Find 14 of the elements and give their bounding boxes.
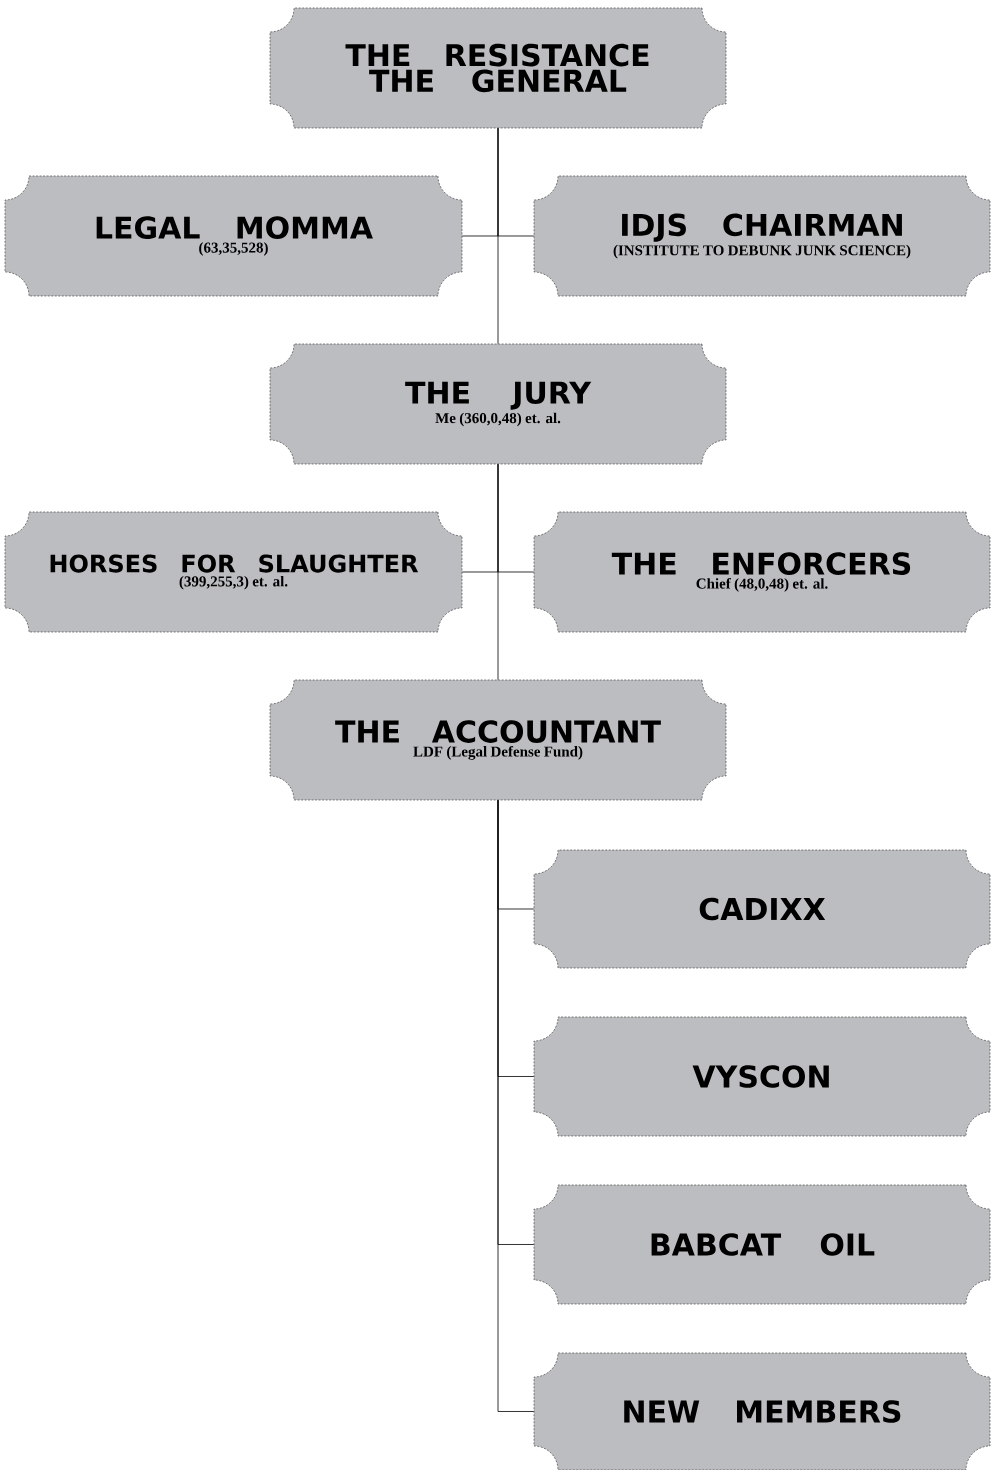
notched-box: THE JURY Me (360,0,48) et. al. (269, 343, 727, 465)
notched-box: HORSES FOR SLAUGHTER (399,255,3) et. al. (4, 511, 463, 633)
notched-box: NEW MEMBERS (533, 1352, 991, 1470)
connector-line (497, 127, 499, 345)
notched-box: CADIXX (533, 849, 991, 969)
notched-box: THE RESISTANCE THE GENERAL (269, 7, 727, 129)
notched-box: IDJS CHAIRMAN (INSTITUTE TO DEBUNK JUNK SCIENCE) (533, 175, 991, 297)
notched-box: THE ENFORCERS Chief (48,0,48) et. al. (533, 511, 991, 633)
connector-line (497, 799, 535, 1412)
connector-line (497, 463, 499, 681)
notched-box: LEGAL MOMMA (63,35,528) (4, 175, 463, 297)
notched-box: THE ACCOUNTANT LDF (Legal Defense Fund) (269, 679, 727, 801)
notched-box: BABCAT OIL (533, 1184, 991, 1305)
notched-box: VYSCON (533, 1016, 991, 1137)
